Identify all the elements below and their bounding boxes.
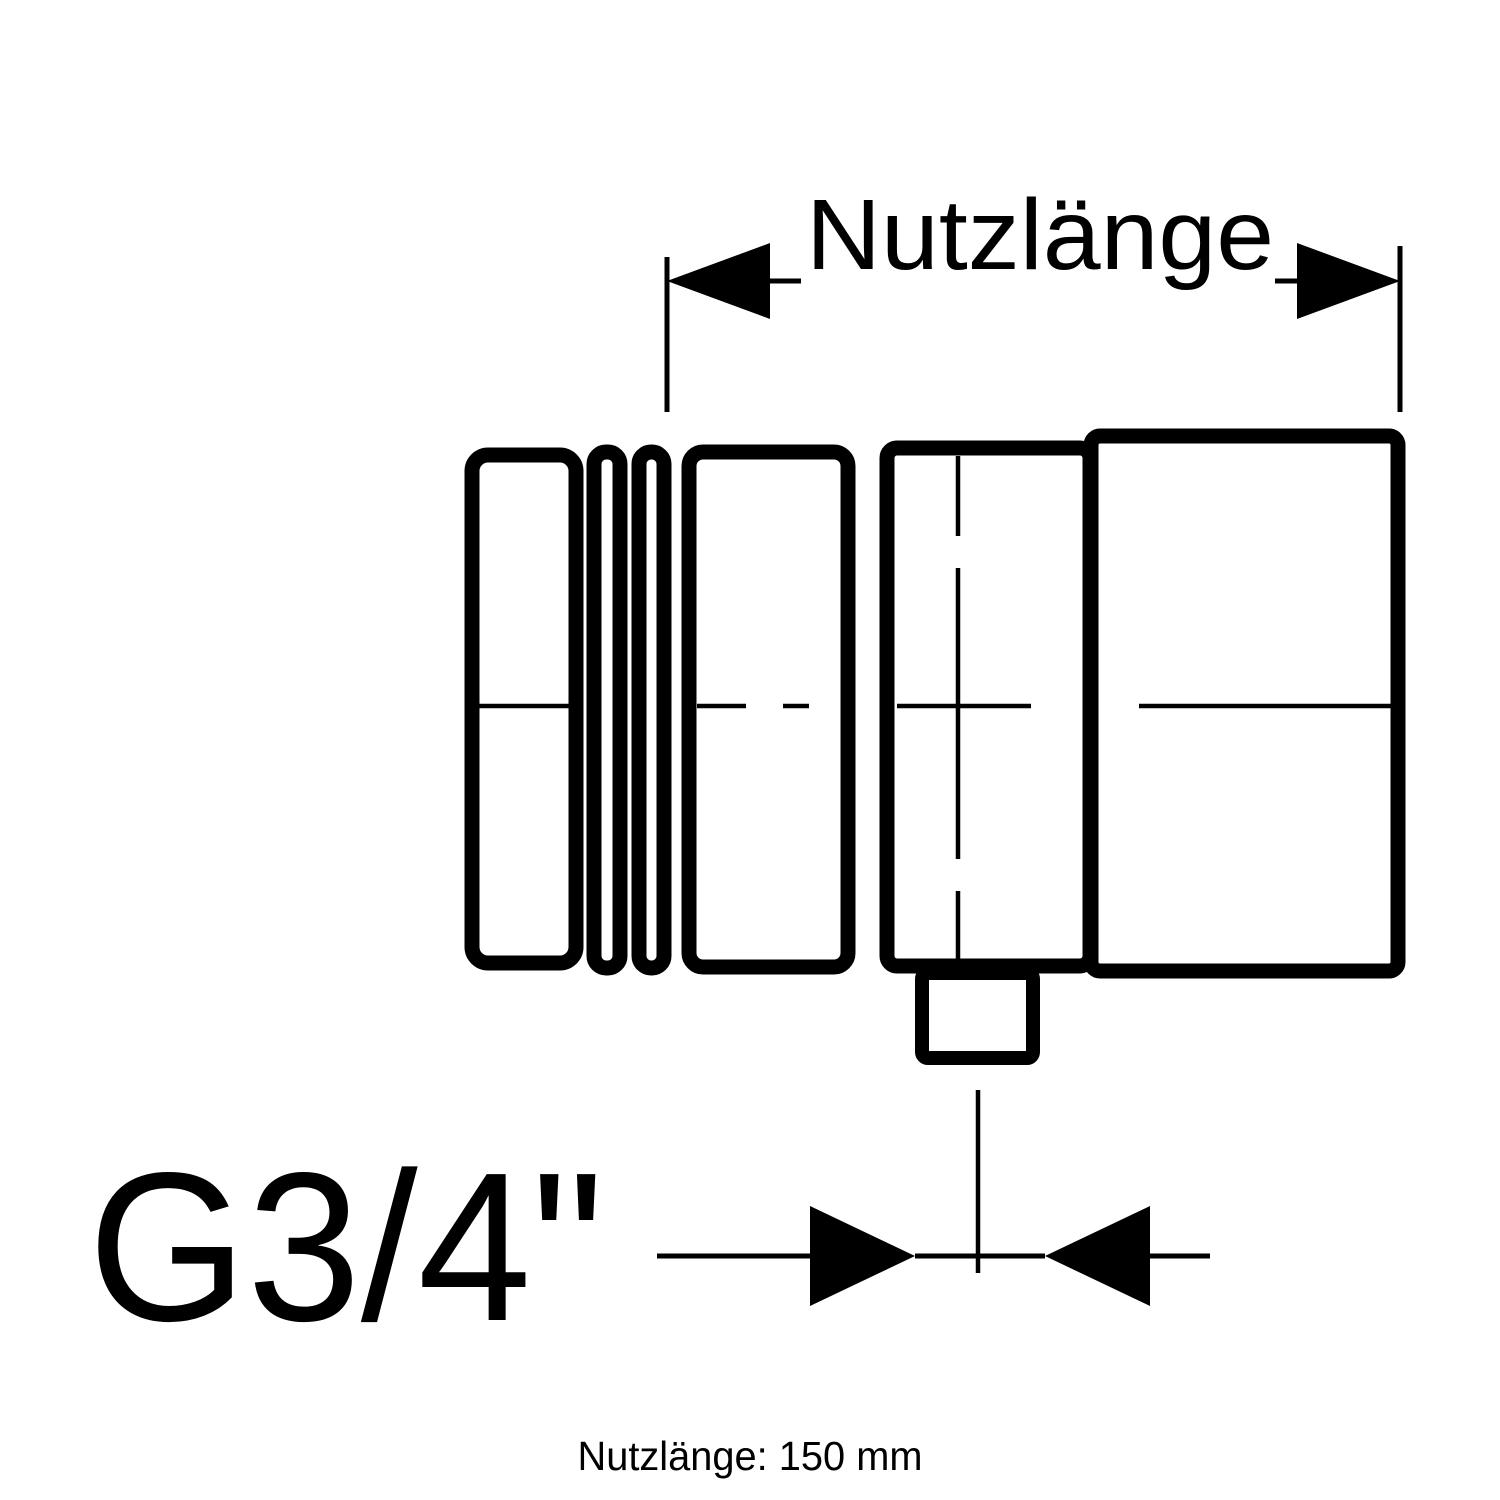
body-section-6 [1083,428,1406,979]
body-ring-2 [586,444,628,976]
upper-arrowhead-left-icon [667,243,770,319]
thread-arrowhead-left-icon [810,1206,915,1306]
upper-dimension-group: Nutzlänge [664,179,1403,412]
upper-dimension-label: Nutzlänge [806,179,1274,291]
thread-stub-outline [915,966,1040,1065]
body-section-4 [681,444,856,975]
caption-text: Nutzlänge: 150 mm [578,1433,923,1479]
thread-dimension-group: G3/4" [88,1128,1210,1365]
centerlines-group [468,456,1396,1273]
thread-size-label: G3/4" [88,1128,604,1365]
upper-arrowhead-right-icon [1297,243,1400,319]
thread-arrowhead-right-icon [1045,1206,1150,1306]
body-ring-1 [464,447,584,971]
body-ring-3 [631,444,672,976]
fitting-outline-group [464,428,1406,1065]
